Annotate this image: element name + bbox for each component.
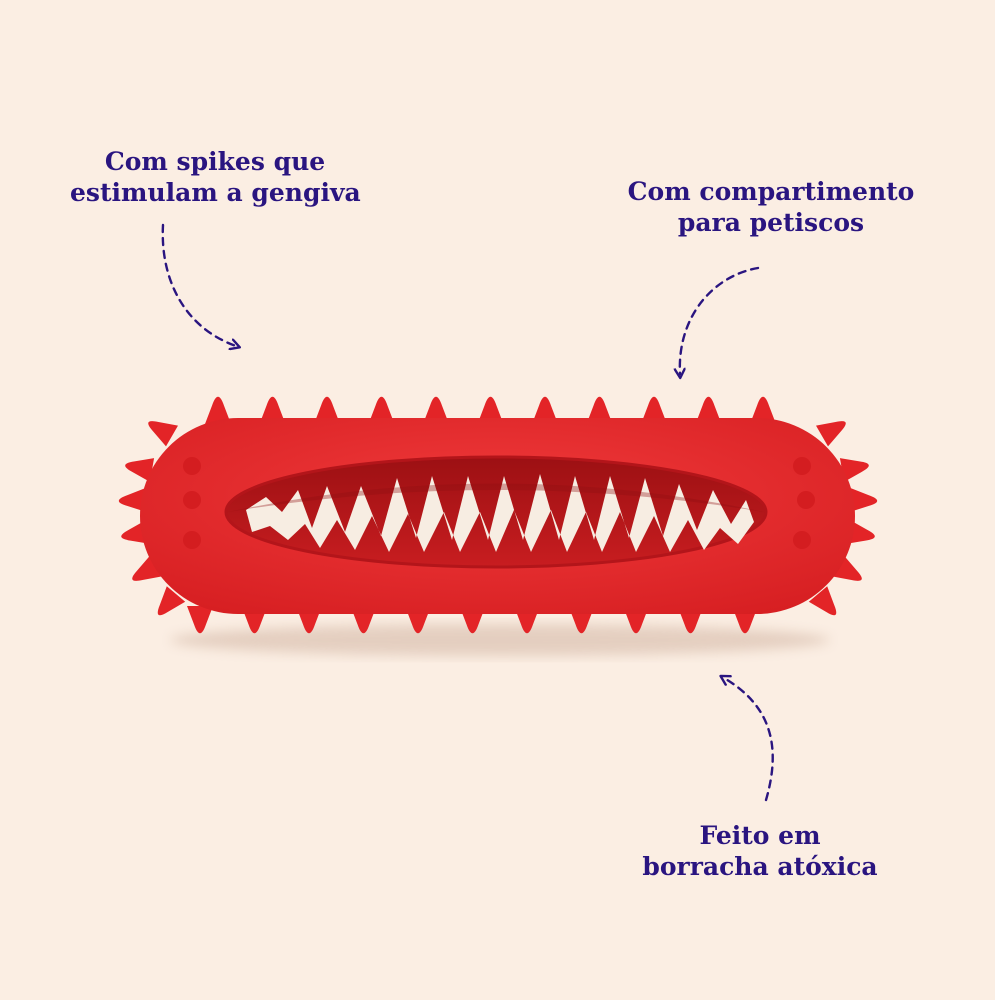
spike — [314, 396, 340, 424]
spike — [816, 421, 846, 447]
spike — [368, 396, 395, 424]
spike — [750, 396, 776, 424]
callout-compartment-line2: para petiscos — [677, 208, 865, 237]
spike — [832, 555, 862, 581]
spike — [839, 458, 869, 482]
dashed-arrow-icon — [724, 678, 774, 802]
callout-material: Feito em borracha atóxica — [630, 820, 890, 882]
callout-spikes: Com spikes que estimulam a gengiva — [70, 146, 361, 208]
spike — [125, 458, 155, 482]
spike — [423, 396, 449, 424]
spike — [477, 396, 504, 424]
spike — [586, 396, 613, 424]
dashed-arrow-icon — [161, 223, 236, 346]
callout-compartment-line1: Com compartimento — [627, 177, 915, 206]
spike — [118, 488, 147, 512]
spike — [205, 396, 231, 424]
spike — [532, 396, 558, 424]
spike — [641, 396, 667, 424]
dashed-arrow-icon — [680, 266, 760, 374]
callout-spikes-line1: Com spikes que — [104, 147, 326, 176]
spike — [157, 586, 186, 616]
callout-spikes-line2: estimulam a gengiva — [70, 178, 361, 207]
callout-compartment: Com compartimento para petiscos — [616, 176, 926, 238]
callout-material-line2: borracha atóxica — [642, 852, 878, 881]
callout-material-line1: Feito em — [699, 821, 821, 850]
spike — [259, 396, 286, 424]
spike — [148, 421, 178, 447]
spike — [695, 396, 722, 424]
spiked-chew-toy — [118, 396, 878, 634]
spike — [808, 586, 837, 616]
spike — [849, 488, 878, 512]
spike — [132, 555, 162, 581]
spike — [187, 606, 213, 634]
